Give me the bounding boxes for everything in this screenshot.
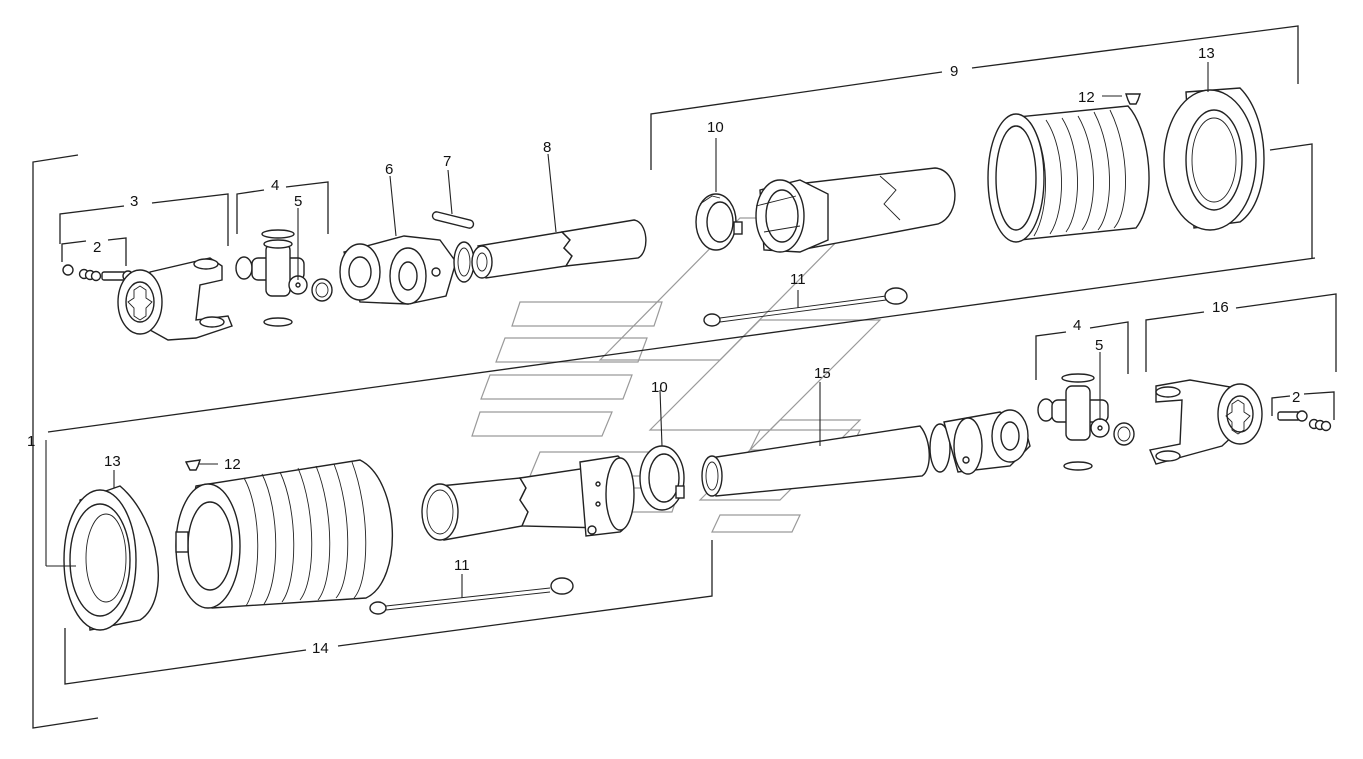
part-3-yoke	[117, 257, 233, 341]
callout-2-lower: 2	[1292, 389, 1300, 406]
part-2-bolt-set-upper	[62, 264, 134, 282]
callout-labels: 1 2 2 3 4 4 5 5 6 7 8 9 10 10 11 11 12 1…	[27, 45, 1300, 657]
callout-15: 15	[814, 365, 831, 382]
part-15-inner-tube	[701, 425, 930, 497]
callout-4-upper: 4	[271, 177, 279, 194]
part-4-cross-journal-upper	[235, 229, 333, 327]
part-11-chain-lower	[369, 577, 574, 615]
callout-2-upper: 2	[93, 239, 101, 256]
part-12-screw-upper	[1125, 93, 1141, 105]
callout-12-upper: 12	[1078, 89, 1095, 106]
callout-11-lower: 11	[454, 557, 470, 574]
callout-5-lower: 5	[1095, 337, 1103, 354]
callout-6: 6	[385, 161, 393, 178]
part-13-cap-upper	[1163, 87, 1265, 231]
part-15-inner-yoke	[929, 409, 1031, 475]
callout-9: 9	[950, 63, 958, 80]
part-7-pin	[431, 211, 475, 229]
group-brackets	[32, 25, 1337, 729]
part-10-clamp-ring-lower	[639, 445, 685, 511]
part-9-outer-tube	[755, 167, 956, 253]
part-9-protection-cone	[987, 105, 1150, 243]
callout-3: 3	[130, 193, 138, 210]
part-8-inner-tube	[471, 219, 647, 279]
callout-14: 14	[312, 640, 329, 657]
callout-11-upper: 11	[790, 271, 806, 288]
part-13-cap-lower	[63, 485, 159, 631]
part-6-inner-yoke	[339, 235, 475, 305]
callout-13-upper: 13	[1198, 45, 1215, 62]
part-14-protection-cone	[175, 459, 393, 609]
callout-10-lower: 10	[651, 379, 668, 396]
callout-8: 8	[543, 139, 551, 156]
callout-7: 7	[443, 153, 451, 170]
part-14-outer-tube	[421, 455, 635, 541]
callout-12-lower: 12	[224, 456, 241, 473]
part-10-clamp-ring-upper	[695, 193, 743, 251]
callout-1: 1	[27, 433, 35, 450]
callout-5-upper: 5	[294, 193, 302, 210]
callout-4-lower: 4	[1073, 317, 1081, 334]
part-16-yoke	[1149, 379, 1263, 465]
part-2-bolt-set-lower	[1277, 410, 1332, 432]
callout-16: 16	[1212, 299, 1229, 316]
part-11-chain-upper	[703, 287, 908, 327]
part-4-cross-journal-lower	[1037, 373, 1135, 471]
leader-lines	[45, 62, 1209, 598]
part-12-screw-lower	[184, 459, 202, 471]
callout-10-upper: 10	[707, 119, 724, 136]
callout-13-lower: 13	[104, 453, 121, 470]
